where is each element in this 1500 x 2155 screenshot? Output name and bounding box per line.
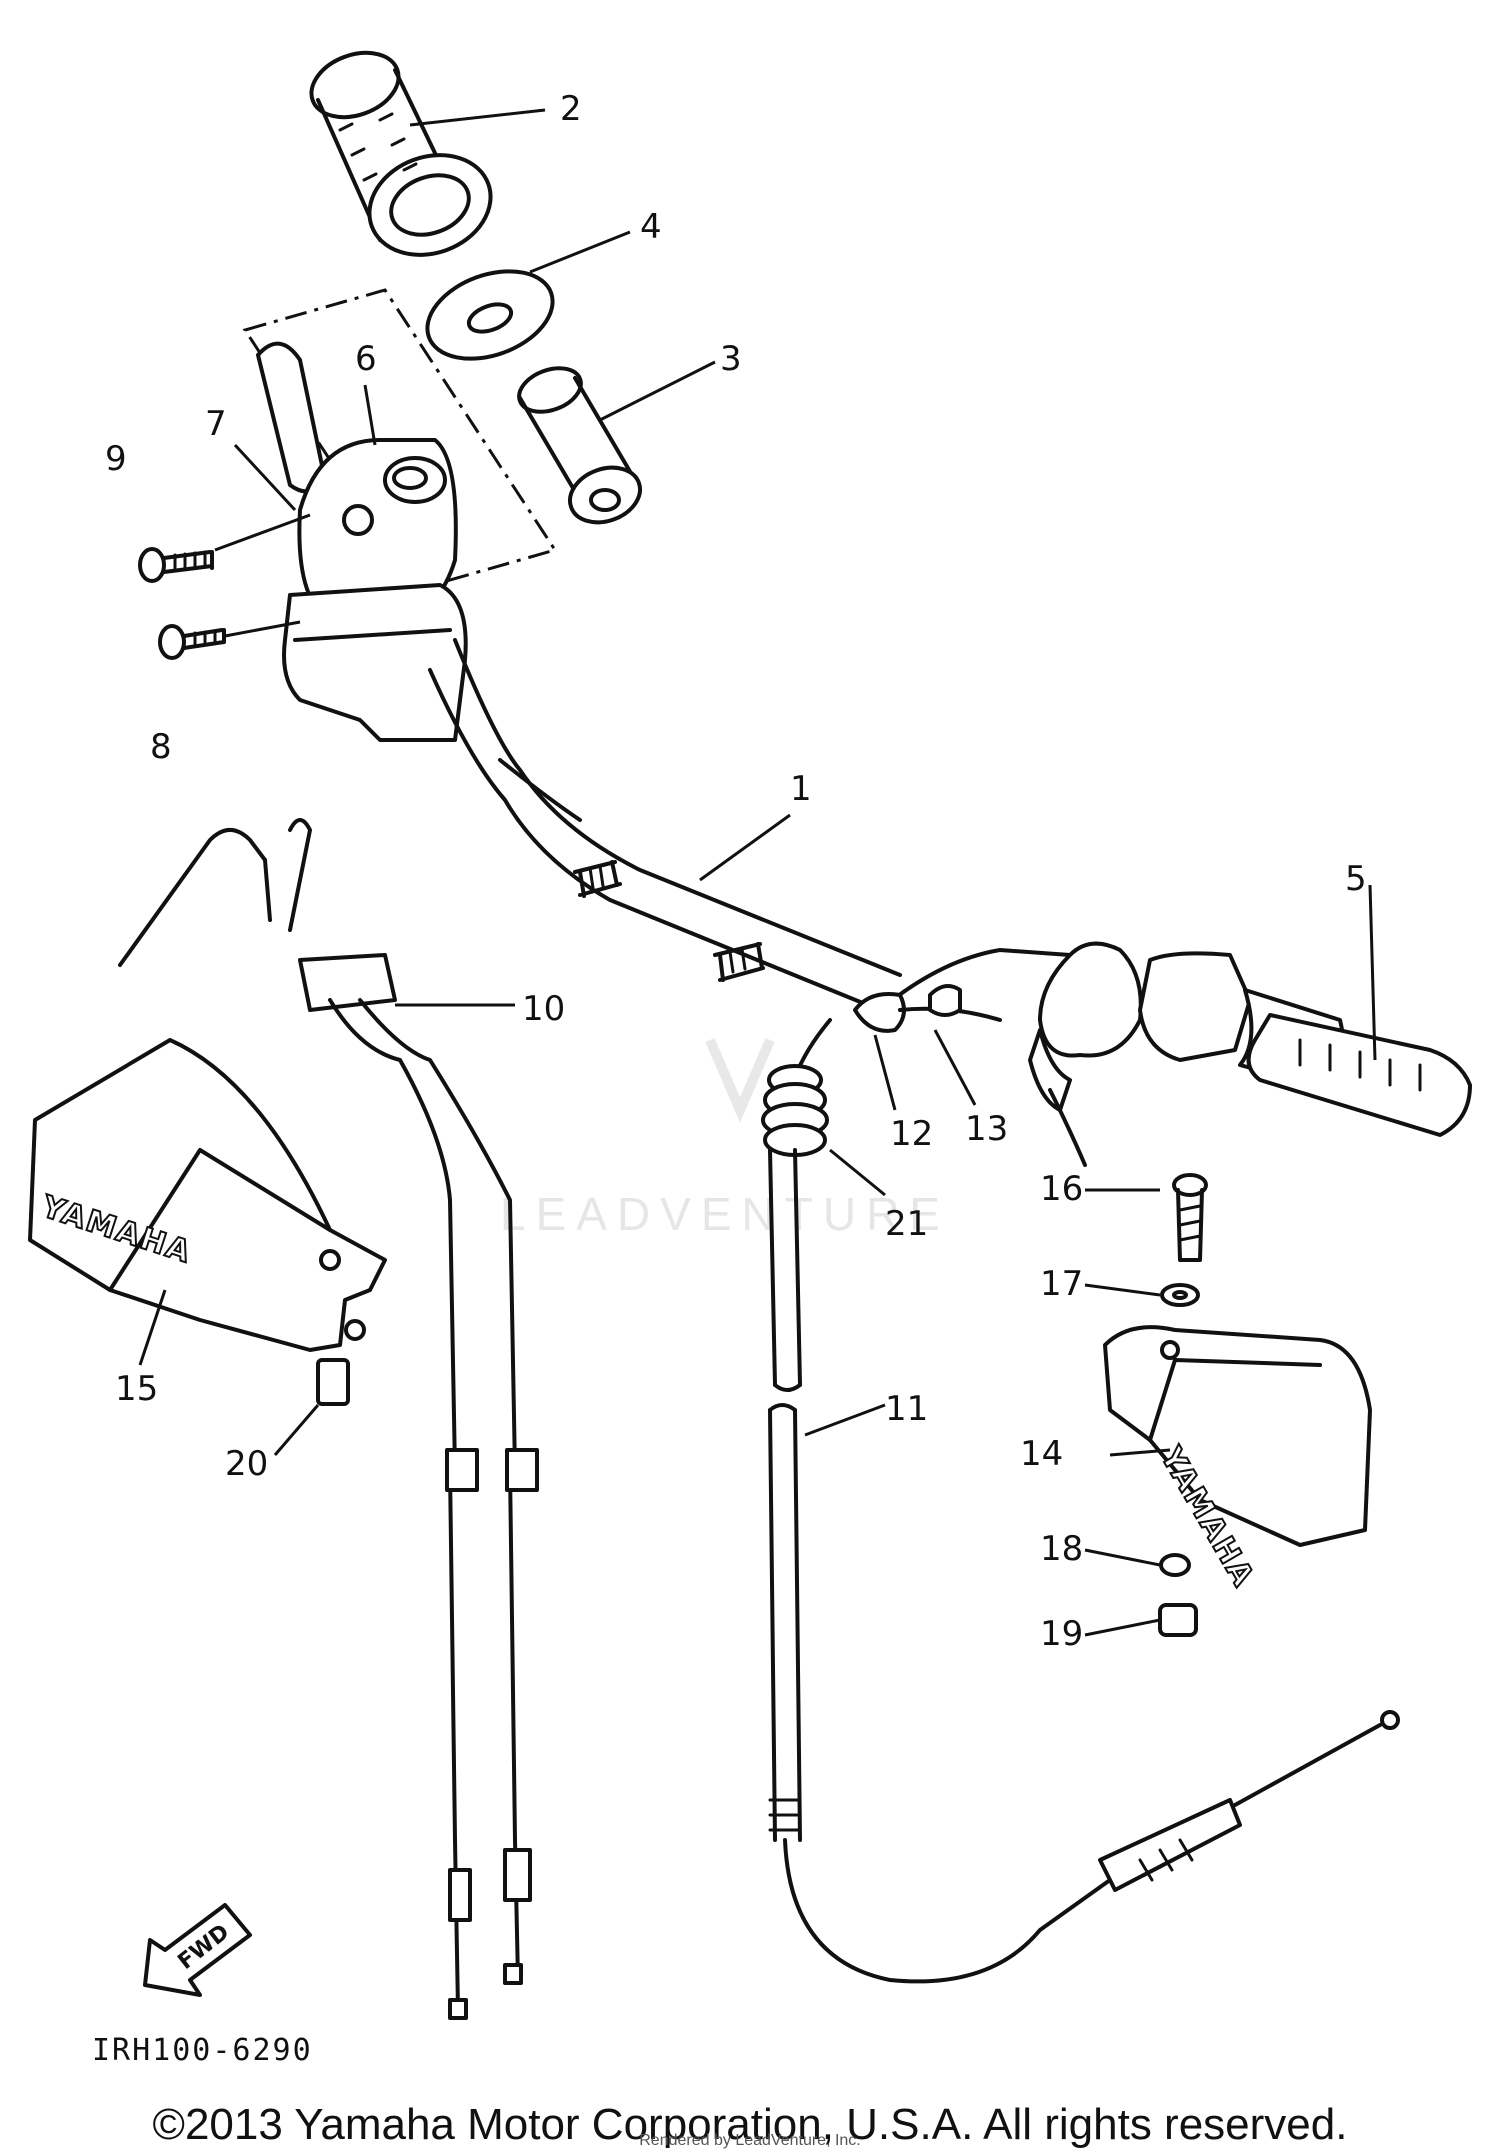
throttle-cables bbox=[118, 818, 539, 2020]
callout-16: 16 bbox=[1040, 1169, 1083, 1209]
callout-15: 15 bbox=[115, 1369, 158, 1409]
hand-guard-left: YAMAHA bbox=[28, 1038, 387, 1352]
callout-14: 14 bbox=[1020, 1434, 1063, 1474]
grip-top bbox=[309, 50, 493, 257]
forward-arrow: FWD bbox=[143, 1903, 252, 1997]
nut-19 bbox=[1158, 1603, 1198, 1637]
screw-8 bbox=[158, 624, 226, 660]
spacer-20 bbox=[316, 1358, 350, 1406]
watermark: LEADVENTURE bbox=[500, 1038, 950, 1240]
callout-2: 2 bbox=[560, 89, 582, 129]
figure-code: IRH100-6290 bbox=[92, 2033, 313, 2068]
callout-8: 8 bbox=[150, 727, 172, 767]
callout-6: 6 bbox=[355, 339, 377, 379]
clutch-cable bbox=[768, 1148, 1400, 1984]
callout-20: 20 bbox=[225, 1444, 268, 1484]
screw-9 bbox=[138, 547, 214, 583]
callout-17: 17 bbox=[1040, 1264, 1083, 1304]
callout-13: 13 bbox=[965, 1109, 1008, 1149]
cable-adjuster bbox=[853, 984, 1002, 1033]
cable-boot bbox=[761, 1018, 832, 1157]
callout-10: 10 bbox=[522, 989, 565, 1029]
rendered-by-note: Rendered by LeadVenture, Inc. bbox=[639, 2132, 861, 2149]
throttle-housing bbox=[256, 341, 458, 622]
callout-7: 7 bbox=[205, 404, 227, 444]
callout-3: 3 bbox=[720, 339, 742, 379]
callout-4: 4 bbox=[640, 207, 662, 247]
callout-9: 9 bbox=[105, 439, 127, 479]
callouts: 2 4 3 6 7 9 8 1 10 5 12 13 21 16 17 14 1… bbox=[105, 89, 1367, 1654]
copyright-notice: ©2013 Yamaha Motor Corporation, U.S.A. A… bbox=[152, 2100, 1348, 2149]
washer-4 bbox=[425, 269, 555, 361]
callout-19: 19 bbox=[1040, 1614, 1083, 1654]
throttle-sleeve bbox=[517, 366, 642, 525]
callout-21: 21 bbox=[885, 1204, 928, 1244]
callout-11: 11 bbox=[885, 1389, 928, 1429]
callout-12: 12 bbox=[890, 1114, 933, 1154]
bolt-16 bbox=[1172, 1173, 1208, 1262]
callout-5: 5 bbox=[1345, 859, 1367, 899]
clutch-perch bbox=[1028, 941, 1472, 1167]
washer-18 bbox=[1159, 1553, 1191, 1577]
leader-lines bbox=[138, 108, 1377, 1637]
hand-guard-right: YAMAHA bbox=[1103, 1325, 1372, 1595]
watermark-text: LEADVENTURE bbox=[500, 1188, 950, 1240]
washer-17 bbox=[1160, 1283, 1200, 1307]
switch-housing bbox=[282, 583, 468, 742]
callout-1: 1 bbox=[790, 769, 812, 809]
callout-18: 18 bbox=[1040, 1529, 1083, 1569]
handlebar bbox=[428, 638, 1072, 1012]
